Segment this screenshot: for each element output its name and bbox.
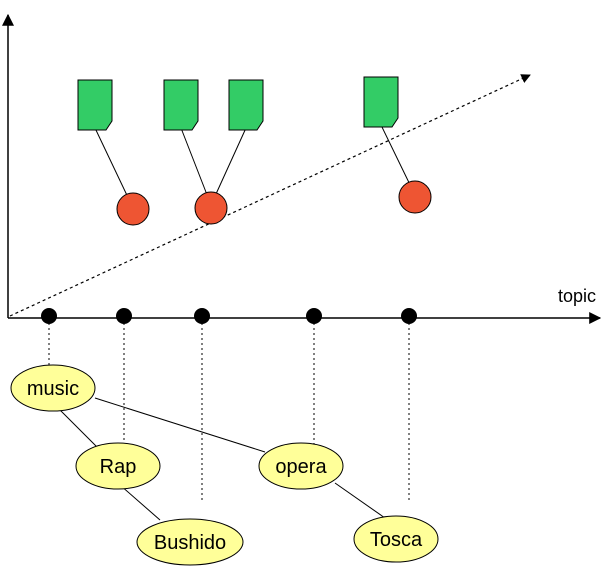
concepts: music Rap opera Bushido Tosca: [10, 364, 439, 566]
document-link: [210, 127, 247, 206]
concept-link: [94, 397, 266, 453]
axis-point: [41, 308, 57, 324]
concept-label: Rap: [100, 456, 137, 478]
concept-bubble: [353, 515, 439, 563]
concept-bubble: [136, 518, 244, 566]
entities: [116, 180, 432, 226]
concept-label: Bushido: [154, 532, 226, 554]
entity-node: [116, 192, 150, 226]
dotted-connectors: [48, 318, 410, 500]
concept-link: [334, 482, 386, 519]
concept-links: [59, 397, 386, 521]
concept-link: [119, 484, 161, 521]
documents: [77, 76, 399, 131]
concept-opera: opera: [258, 442, 344, 490]
axis-point: [401, 308, 417, 324]
concept-link: [59, 409, 101, 451]
document-icon: [77, 79, 113, 131]
concept-label: opera: [275, 456, 327, 478]
concept-rap: Rap: [75, 442, 161, 490]
concept-bushido: Bushido: [136, 518, 244, 566]
axis-point: [306, 308, 322, 324]
document-icon: [163, 79, 199, 131]
axis-points: [41, 308, 417, 324]
concept-bubble: [10, 364, 96, 412]
document-link: [180, 127, 212, 206]
concept-music: music: [10, 364, 96, 412]
concept-tosca: Tosca: [353, 515, 439, 563]
document-icon: [363, 76, 399, 128]
concept-label: Tosca: [370, 529, 423, 551]
entity-node: [398, 180, 432, 214]
axis-point: [116, 308, 132, 324]
concept-bubble: [258, 442, 344, 490]
document-entity-links: [94, 124, 416, 209]
concept-label: music: [27, 378, 79, 400]
document-icon: [228, 79, 264, 131]
concept-bubble: [75, 442, 161, 490]
entity-node: [194, 191, 228, 225]
axis-point: [194, 308, 210, 324]
topic-axis-label: topic: [558, 286, 596, 306]
